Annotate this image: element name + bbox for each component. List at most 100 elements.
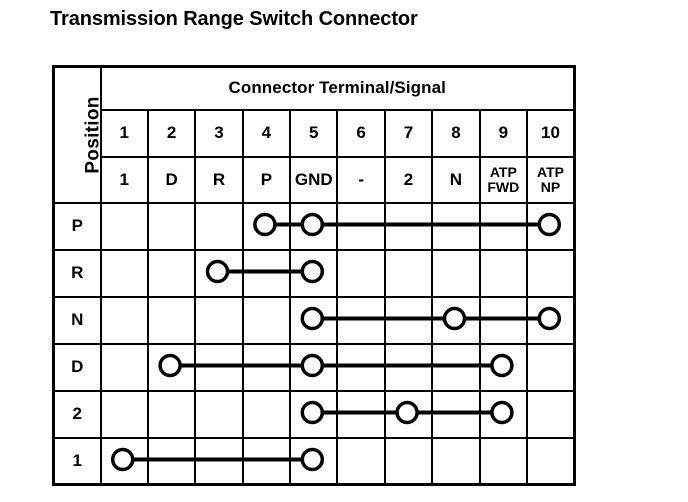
terminal-number-10: 10 xyxy=(526,108,576,158)
cell-N-4 xyxy=(241,295,292,345)
table-row-signal-names: 1 D R P GND - 2 xyxy=(54,155,576,204)
signal-name-9: ATP FWD xyxy=(478,155,529,204)
signal-name-2: D xyxy=(146,155,197,204)
cell-P-4 xyxy=(241,201,292,251)
cell-D-10 xyxy=(526,342,576,392)
signal-line1: R xyxy=(212,170,226,189)
cell-R-8 xyxy=(431,248,481,298)
cell-2-9 xyxy=(478,389,529,439)
cell-N-10 xyxy=(526,295,576,345)
signal-name-6: - xyxy=(336,155,386,204)
signal-name-7: 2 xyxy=(383,155,434,204)
signal-line2: FWD xyxy=(487,178,520,195)
cell-P-5 xyxy=(289,201,339,251)
signal-name-8: N xyxy=(431,155,481,204)
signal-name-1: 1 xyxy=(99,155,149,204)
position-label: 2 xyxy=(52,389,102,439)
cell-N-7 xyxy=(383,295,434,345)
cell-N-8 xyxy=(431,295,481,345)
terminal-number-3: 3 xyxy=(194,108,244,158)
cell-D-1 xyxy=(99,342,149,392)
terminal-number-7: 7 xyxy=(383,108,434,158)
table-row: D xyxy=(52,342,576,392)
cell-R-4 xyxy=(241,248,292,298)
cell-N-1 xyxy=(99,295,149,345)
terminal-number-2: 2 xyxy=(146,108,197,158)
terminal-number-5: 5 xyxy=(289,108,339,158)
cell-2-7 xyxy=(383,389,434,439)
cell-D-3 xyxy=(194,342,244,392)
cell-1-6 xyxy=(336,436,386,486)
cell-R-5 xyxy=(289,248,339,298)
cell-1-9 xyxy=(478,436,529,486)
cell-N-9 xyxy=(478,295,529,345)
cell-2-3 xyxy=(194,389,244,439)
cell-P-8 xyxy=(431,201,481,251)
table-row: 2 xyxy=(52,389,576,439)
cell-1-5 xyxy=(289,436,339,486)
cell-D-6 xyxy=(336,342,386,392)
cell-D-9 xyxy=(478,342,529,392)
cell-1-7 xyxy=(383,436,434,486)
position-label: P xyxy=(52,201,102,251)
signal-line1: ATP xyxy=(489,163,517,180)
position-label: D xyxy=(52,342,102,392)
position-header-cell: Position xyxy=(52,65,104,204)
signal-line1: 1 xyxy=(119,170,129,189)
cell-R-3 xyxy=(194,248,244,298)
cell-R-7 xyxy=(383,248,434,298)
cell-1-3 xyxy=(194,436,244,486)
cell-2-5 xyxy=(289,389,339,439)
cell-D-2 xyxy=(146,342,197,392)
cell-2-1 xyxy=(99,389,149,439)
table-row: 1 xyxy=(52,436,576,486)
position-label: R xyxy=(52,248,102,298)
terminal-number-6: 6 xyxy=(336,108,386,158)
position-label: 1 xyxy=(52,436,102,486)
cell-P-3 xyxy=(194,201,244,251)
cell-1-2 xyxy=(146,436,197,486)
signal-line1: P xyxy=(260,170,273,189)
signal-name-10: ATP NP xyxy=(526,155,576,204)
cell-D-5 xyxy=(289,342,339,392)
cell-R-6 xyxy=(336,248,386,298)
cell-D-7 xyxy=(383,342,434,392)
signal-name-3: R xyxy=(194,155,244,204)
cell-2-10 xyxy=(526,389,576,439)
terminal-number-9: 9 xyxy=(478,108,529,158)
cell-P-9 xyxy=(478,201,529,251)
terminal-signal-table: Position Connector Terminal/Signal 1 2 3… xyxy=(52,65,576,486)
terminal-number-1: 1 xyxy=(99,108,149,158)
cell-P-7 xyxy=(383,201,434,251)
cell-1-4 xyxy=(241,436,292,486)
cell-2-4 xyxy=(241,389,292,439)
continuity-matrix: Position Connector Terminal/Signal 1 2 3… xyxy=(52,65,576,486)
cell-D-8 xyxy=(431,342,481,392)
cell-N-2 xyxy=(146,295,197,345)
cell-D-4 xyxy=(241,342,292,392)
cell-1-10 xyxy=(526,436,576,486)
signal-line2: NP xyxy=(540,178,561,195)
cell-2-8 xyxy=(431,389,481,439)
cell-1-1 xyxy=(99,436,149,486)
table-row: P xyxy=(52,201,576,251)
terminal-number-4: 4 xyxy=(241,108,292,158)
table-row: R xyxy=(52,248,576,298)
cell-P-2 xyxy=(146,201,197,251)
connector-terminal-signal-header: Connector Terminal/Signal xyxy=(99,65,576,111)
position-label: N xyxy=(52,295,102,345)
cell-P-1 xyxy=(99,201,149,251)
cell-R-9 xyxy=(478,248,529,298)
signal-line1: ATP xyxy=(537,163,564,180)
cell-N-3 xyxy=(194,295,244,345)
table-body: Position Connector Terminal/Signal 1 2 3… xyxy=(52,65,576,486)
signal-line1: D xyxy=(165,170,178,189)
signal-line1: 2 xyxy=(403,170,414,189)
cell-2-2 xyxy=(146,389,197,439)
cell-N-6 xyxy=(336,295,386,345)
signal-name-4: P xyxy=(241,155,292,204)
cell-N-5 xyxy=(289,295,339,345)
cell-2-6 xyxy=(336,389,386,439)
cell-R-1 xyxy=(99,248,149,298)
table-row-terminal-numbers: 1 2 3 4 5 6 7 8 9 10 xyxy=(54,108,576,158)
